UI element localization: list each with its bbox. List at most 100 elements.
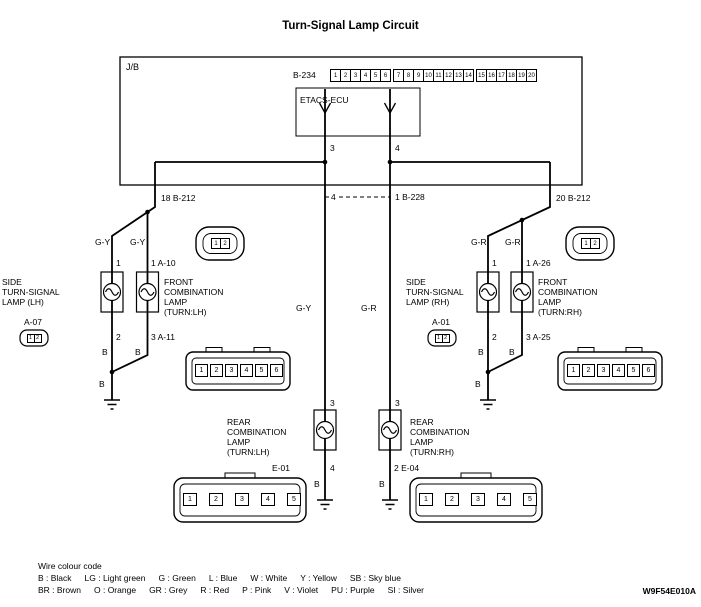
legend-item: P : Pink — [242, 585, 272, 595]
wire-color-gy-front-lh: G-Y — [130, 237, 146, 247]
wire-color-b-rear-rh: B — [379, 479, 385, 489]
front-lamp-rh-symbol — [510, 271, 534, 313]
wire-color-b-side-lh: B — [102, 347, 108, 357]
legend-title: Wire colour code — [38, 561, 102, 571]
pin-cell: 5 — [627, 364, 640, 377]
pin-cell: 1 — [183, 493, 197, 506]
legend-row-2: BR : Brown O : Orange GR : Grey R : Red P : … — [38, 585, 437, 596]
e01-connector-label: E-01 — [272, 463, 290, 473]
legend-item: R : Red — [200, 585, 230, 595]
jb-pin-4-label: 4 — [395, 143, 400, 153]
a07-connector-label: A-07 — [24, 317, 42, 327]
pin-cell: 6 — [380, 69, 391, 82]
diagram-title: Turn-Signal Lamp Circuit — [282, 20, 419, 32]
lamp-symbols — [100, 271, 534, 451]
legend-item: BR : Brown — [38, 585, 81, 595]
side-lh-pin-top: 1 — [116, 258, 121, 268]
pin-cell: 5 — [287, 493, 301, 506]
side-lamp-rh-symbol — [476, 271, 500, 313]
wire-left-front — [111, 212, 149, 373]
pin-cell: 4 — [240, 364, 253, 377]
pin-cell: 6 — [642, 364, 655, 377]
wire-color-b-front-lh: B — [135, 347, 141, 357]
down-arrow-icon — [383, 102, 397, 114]
legend-item: SI : Silver — [387, 585, 425, 595]
front-lamp-lh-symbol — [135, 271, 160, 313]
pin-cell: 2 — [582, 364, 595, 377]
wire-right-feed — [487, 162, 551, 400]
pin-cell: 4 — [612, 364, 625, 377]
pin-cell: 5 — [255, 364, 268, 377]
side-lh-pin-bottom: 2 — [116, 332, 121, 342]
wire-color-gr-front-rh: G-R — [505, 237, 521, 247]
pin-cell: 3 — [597, 364, 610, 377]
wire-color-b-front-rh: B — [509, 347, 515, 357]
rear-rh-pin-top: 3 — [395, 398, 400, 408]
wire-color-b-ground-lh: B — [99, 379, 105, 389]
b228-pin4-label: 4 — [330, 192, 337, 203]
pin-cell: 2 — [590, 238, 600, 249]
pin-cell: 2 — [33, 333, 42, 343]
rear-rh-pin-bottom: 2 E-04 — [394, 463, 420, 473]
ground-icon — [480, 399, 496, 410]
jb-label: J/B — [126, 62, 140, 72]
wire-color-b-side-rh: B — [478, 347, 484, 357]
wire-color-b-ground-rh: B — [475, 379, 481, 389]
wire-right-front — [487, 220, 523, 373]
legend-item: O : Orange — [94, 585, 137, 595]
wire-color-b-rear-lh: B — [314, 479, 320, 489]
pin-cell: 6 — [270, 364, 283, 377]
wire-color-gy-side-lh: G-Y — [95, 237, 111, 247]
pin-cell: 1 — [195, 364, 208, 377]
pin-cell: 4 — [497, 493, 511, 506]
pin-cell: 20 — [526, 69, 537, 82]
jb-box — [119, 56, 583, 186]
pin-cell: 2 — [445, 493, 459, 506]
legend-item: W : White — [250, 573, 288, 583]
legend-item: G : Green — [158, 573, 196, 583]
side-rh-pin-top: 1 — [492, 258, 497, 268]
pin-cell: 3 — [471, 493, 485, 506]
pin-cell: 14 — [463, 69, 474, 82]
pin-cell: 5 — [523, 493, 537, 506]
pin-cell: 3 — [235, 493, 249, 506]
legend-item: B : Black — [38, 573, 72, 583]
wire-left-feed — [111, 162, 156, 400]
b212-right-exit-label: 20 B-212 — [556, 193, 591, 203]
legend-item: L : Blue — [208, 573, 238, 583]
rear-lh-pin-top: 3 — [330, 398, 335, 408]
doc-code: W9F54E010A — [642, 586, 696, 596]
pin-cell: 3 — [225, 364, 238, 377]
side-lamp-lh-symbol — [100, 271, 124, 313]
front-lh-pin-bottom: 3 A-11 — [151, 332, 175, 342]
wire-color-gr-rear: G-R — [361, 303, 377, 313]
pin-cell: 1 — [567, 364, 580, 377]
legend-item: GR : Grey — [149, 585, 188, 595]
pin-cell: 1 — [419, 493, 433, 506]
ground-symbols — [104, 399, 496, 510]
down-arrow-icon — [318, 102, 332, 114]
b228-pin1-label: 1 B-228 — [394, 192, 426, 203]
ground-icon — [104, 399, 120, 410]
legend-item: PU : Purple — [331, 585, 375, 595]
wire-color-gr-side-rh: G-R — [471, 237, 487, 247]
a01-connector-label: A-01 — [432, 317, 450, 327]
junction-dots — [109, 159, 525, 375]
wire-color-gy-rear: G-Y — [296, 303, 312, 313]
etacs-ecu-box — [295, 87, 421, 137]
pin-cell: 2 — [220, 238, 230, 249]
